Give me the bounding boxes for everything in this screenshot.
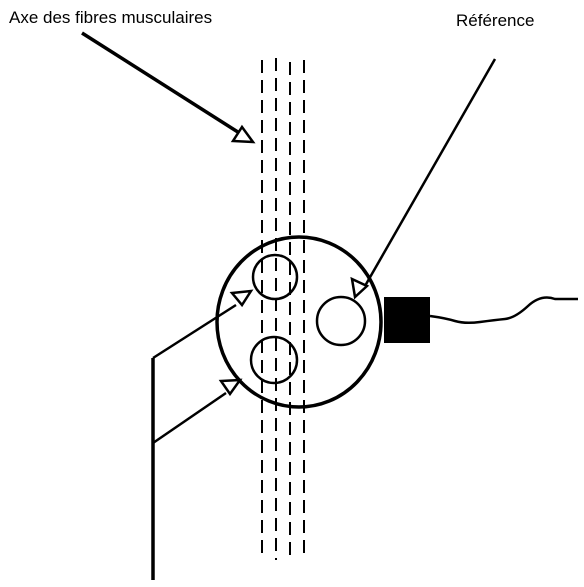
electrode-housing (215, 235, 383, 409)
reference-electrode (315, 295, 367, 347)
arrowhead-icon (350, 276, 370, 300)
detection-electrode-bottom (249, 335, 299, 385)
connector-block (384, 297, 430, 343)
detection-electrodes-bracket (151, 303, 237, 580)
reference-pointer (350, 58, 497, 300)
muscle-fibers (261, 58, 305, 562)
fiber-axis-label: Axe des fibres musculaires (9, 8, 213, 27)
detection-electrode-top (251, 253, 299, 301)
arrowhead-icon (230, 124, 256, 144)
arrowhead-icon (218, 378, 243, 397)
arrowhead-icon (229, 289, 254, 308)
reference-label: Référence (456, 11, 535, 30)
fiber-axis-pointer (81, 31, 256, 144)
connector-cable (429, 296, 578, 325)
